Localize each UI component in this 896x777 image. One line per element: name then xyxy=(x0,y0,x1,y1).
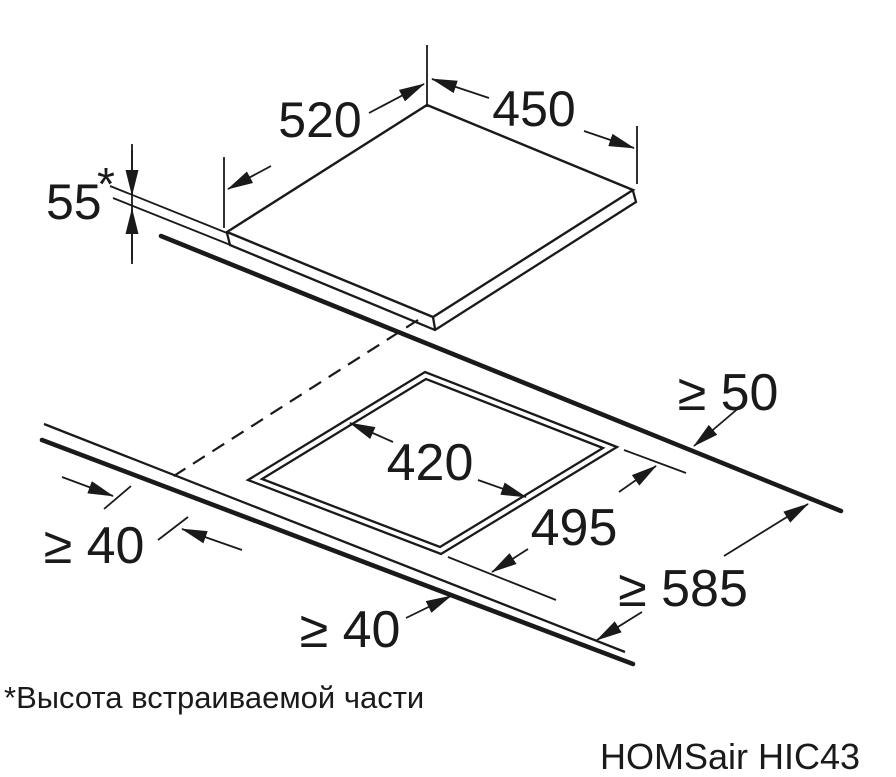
hob-height-label: 55 xyxy=(46,174,102,230)
dim-arrow xyxy=(491,548,529,573)
worktop-front-edge-bottom xyxy=(39,437,636,667)
dim-arrow xyxy=(693,405,742,447)
clearance-rear-label: ≥ 50 xyxy=(678,364,779,422)
dim-hob-height: 55 * xyxy=(46,144,234,264)
hob-front-lip xyxy=(225,190,638,332)
dim-hob-width: 520 xyxy=(223,45,428,228)
dim-arrow xyxy=(618,465,657,493)
dim-arrow xyxy=(431,78,490,99)
cutout-width-label: 420 xyxy=(387,434,474,492)
worktop-depth-label: ≥ 585 xyxy=(618,560,748,618)
model-name: HOMSair HIC43 xyxy=(600,736,860,777)
dim-cutout-depth: 495 xyxy=(447,449,687,601)
dim-arrow xyxy=(477,479,527,498)
dim-clearance-rear: ≥ 50 xyxy=(678,364,779,447)
dim-extension-line xyxy=(109,185,228,234)
cutout-outer-edge xyxy=(245,370,620,556)
dim-arrow xyxy=(405,595,452,619)
dim-arrow xyxy=(181,528,243,551)
dim-arrow xyxy=(61,476,114,497)
dim-hob-depth: 450 xyxy=(431,78,638,184)
dim-extension-line xyxy=(103,485,132,510)
hob-depth-label: 450 xyxy=(492,81,575,137)
hob-height-footnote-marker: * xyxy=(97,158,115,210)
projection-dashed-line xyxy=(165,319,419,482)
hob-lip-corner-edge xyxy=(431,316,437,330)
dim-extension-line xyxy=(447,556,557,601)
dim-cutout-width: 420 xyxy=(349,422,527,498)
footnote-text: *Высота встраиваемой части xyxy=(4,680,424,715)
dim-arrow xyxy=(596,611,643,641)
clearance-front-label: ≥ 40 xyxy=(300,601,401,659)
dim-arrow xyxy=(349,422,394,443)
clearance-left-label: ≥ 40 xyxy=(44,517,145,575)
cutout-depth-label: 495 xyxy=(531,499,618,557)
dim-arrow xyxy=(368,83,425,114)
dim-extension-line xyxy=(623,449,687,474)
dim-extension-line xyxy=(157,516,189,541)
dim-extension-line xyxy=(112,197,234,247)
dim-clearance-left: ≥ 40 xyxy=(44,476,243,575)
dim-clearance-front: ≥ 40 xyxy=(300,595,452,659)
worktop-front-edge-top xyxy=(43,422,626,654)
dim-arrow xyxy=(723,503,809,557)
cutout-inner-edge xyxy=(259,377,606,549)
dim-arrow xyxy=(227,165,272,190)
dim-worktop-depth: ≥ 585 xyxy=(596,503,809,641)
dim-arrow xyxy=(583,130,635,149)
worktop-back-edge xyxy=(158,233,844,514)
hob-width-label: 520 xyxy=(278,92,361,148)
